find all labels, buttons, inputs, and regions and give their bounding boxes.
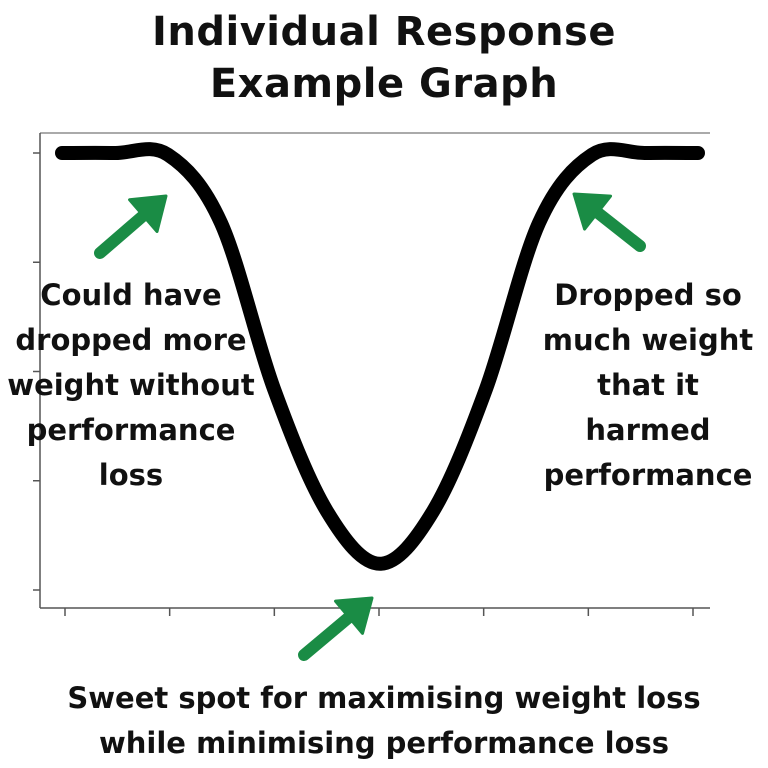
left-annotation-line: performance	[26, 413, 236, 447]
left-annotation-line: Could have	[40, 278, 222, 312]
bottom-annotation: Sweet spot for maximising weight loss wh…	[0, 676, 768, 766]
chart-title: Individual Response Example Graph	[0, 6, 768, 110]
left-annotation-line: weight without	[7, 368, 255, 402]
right-annotation-line: much weight	[542, 323, 754, 357]
response-curve	[55, 142, 705, 571]
right-annotation: Dropped so much weight that it harmed pe…	[528, 273, 768, 498]
right-annotation-line: that it	[597, 368, 699, 402]
left-annotation-line: loss	[98, 458, 164, 492]
left-arrow-icon	[94, 194, 168, 259]
annotation-arrows	[94, 192, 646, 661]
left-annotation: Could have dropped more weight without p…	[0, 273, 262, 498]
right-annotation-line: performance	[543, 458, 753, 492]
left-annotation-line: dropped more	[15, 323, 247, 357]
bottom-arrow-icon	[298, 596, 374, 661]
chart-axes	[33, 132, 710, 616]
right-arrow-icon	[572, 192, 646, 252]
chart-title-line-1: Individual Response	[152, 9, 616, 55]
chart-title-line-2: Example Graph	[209, 61, 559, 107]
right-annotation-line: Dropped so	[554, 278, 742, 312]
bottom-annotation-line: Sweet spot for maximising weight loss	[67, 681, 701, 715]
right-annotation-line: harmed	[585, 413, 711, 447]
bottom-annotation-line: while minimising performance loss	[98, 726, 670, 760]
